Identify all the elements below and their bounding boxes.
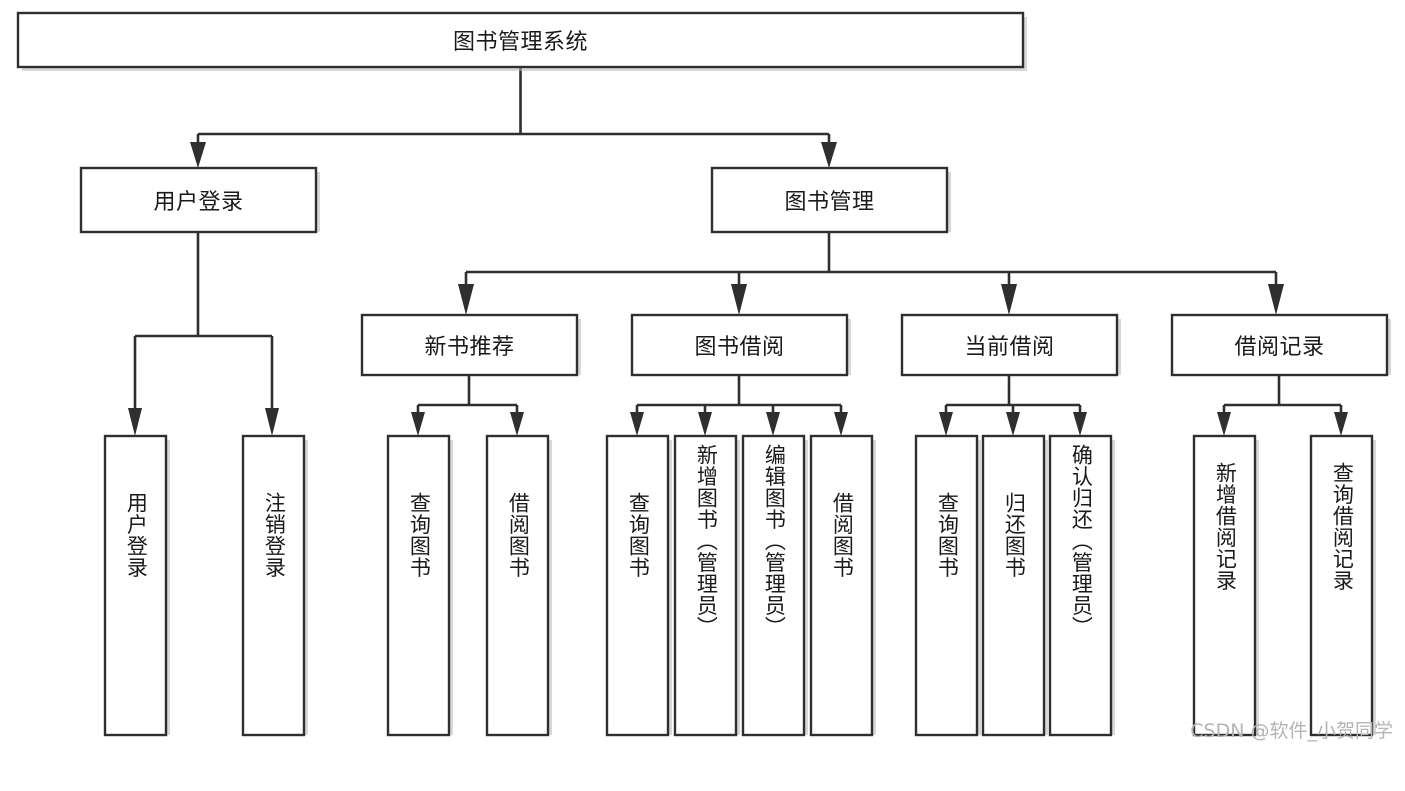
arrow-to-user-login [190,142,206,168]
node-leaf-add-record[interactable] [1192,434,1257,737]
node-new-book-recommend[interactable] [360,313,579,377]
arrow-leaf-user-login [128,408,142,436]
arrow-to-book-management [821,142,837,168]
node-leaf-query-book-3[interactable] [914,434,979,737]
arrow-leaf-add-book [698,412,712,436]
node-user-login[interactable] [79,166,318,234]
node-root[interactable] [16,11,1025,69]
arrow-leaf-borrow-book-1 [510,412,524,436]
arrow-leaf-query-book-1 [411,412,425,436]
flowchart-svg [16,11,1391,737]
arrow-leaf-return-book [1006,412,1020,436]
arrow-leaf-add-record [1217,412,1231,436]
flowchart-canvas: 图书管理系统 用户登录 图书管理 新书推荐 图书借阅 当前借阅 借阅记录 用户登… [16,11,1393,742]
arrow-to-new-book-recommend [458,284,474,315]
node-leaf-borrow-book-1[interactable] [485,434,550,737]
arrow-leaf-logout-login [265,408,279,436]
arrow-to-current-borrow [1001,284,1017,315]
node-leaf-borrow-book-2[interactable] [809,434,874,737]
arrow-leaf-edit-book [766,412,780,436]
edges-layer [128,67,1348,436]
node-leaf-query-book-1[interactable] [386,434,451,737]
node-leaf-user-login[interactable] [103,434,168,737]
node-current-borrow[interactable] [900,313,1119,377]
arrow-to-borrow-record [1268,284,1284,315]
node-leaf-query-record[interactable] [1309,434,1374,737]
node-leaf-query-book-2[interactable] [605,434,670,737]
node-borrow-record[interactable] [1170,313,1389,377]
node-leaf-add-book[interactable] [673,434,738,737]
node-leaf-logout-login[interactable] [241,434,306,737]
arrow-leaf-borrow-book-2 [834,412,848,436]
arrow-leaf-query-book-3 [939,412,953,436]
node-leaf-edit-book[interactable] [741,434,806,737]
arrow-leaf-confirm-return [1073,412,1087,436]
arrow-leaf-query-record [1334,412,1348,436]
arrow-to-book-borrow [731,284,747,315]
nodes-layer [16,11,1391,737]
arrow-leaf-query-book-2 [630,412,644,436]
node-leaf-confirm-return[interactable] [1048,434,1113,737]
node-book-borrow[interactable] [630,313,849,377]
node-leaf-return-book[interactable] [981,434,1046,737]
node-book-management[interactable] [710,166,949,234]
